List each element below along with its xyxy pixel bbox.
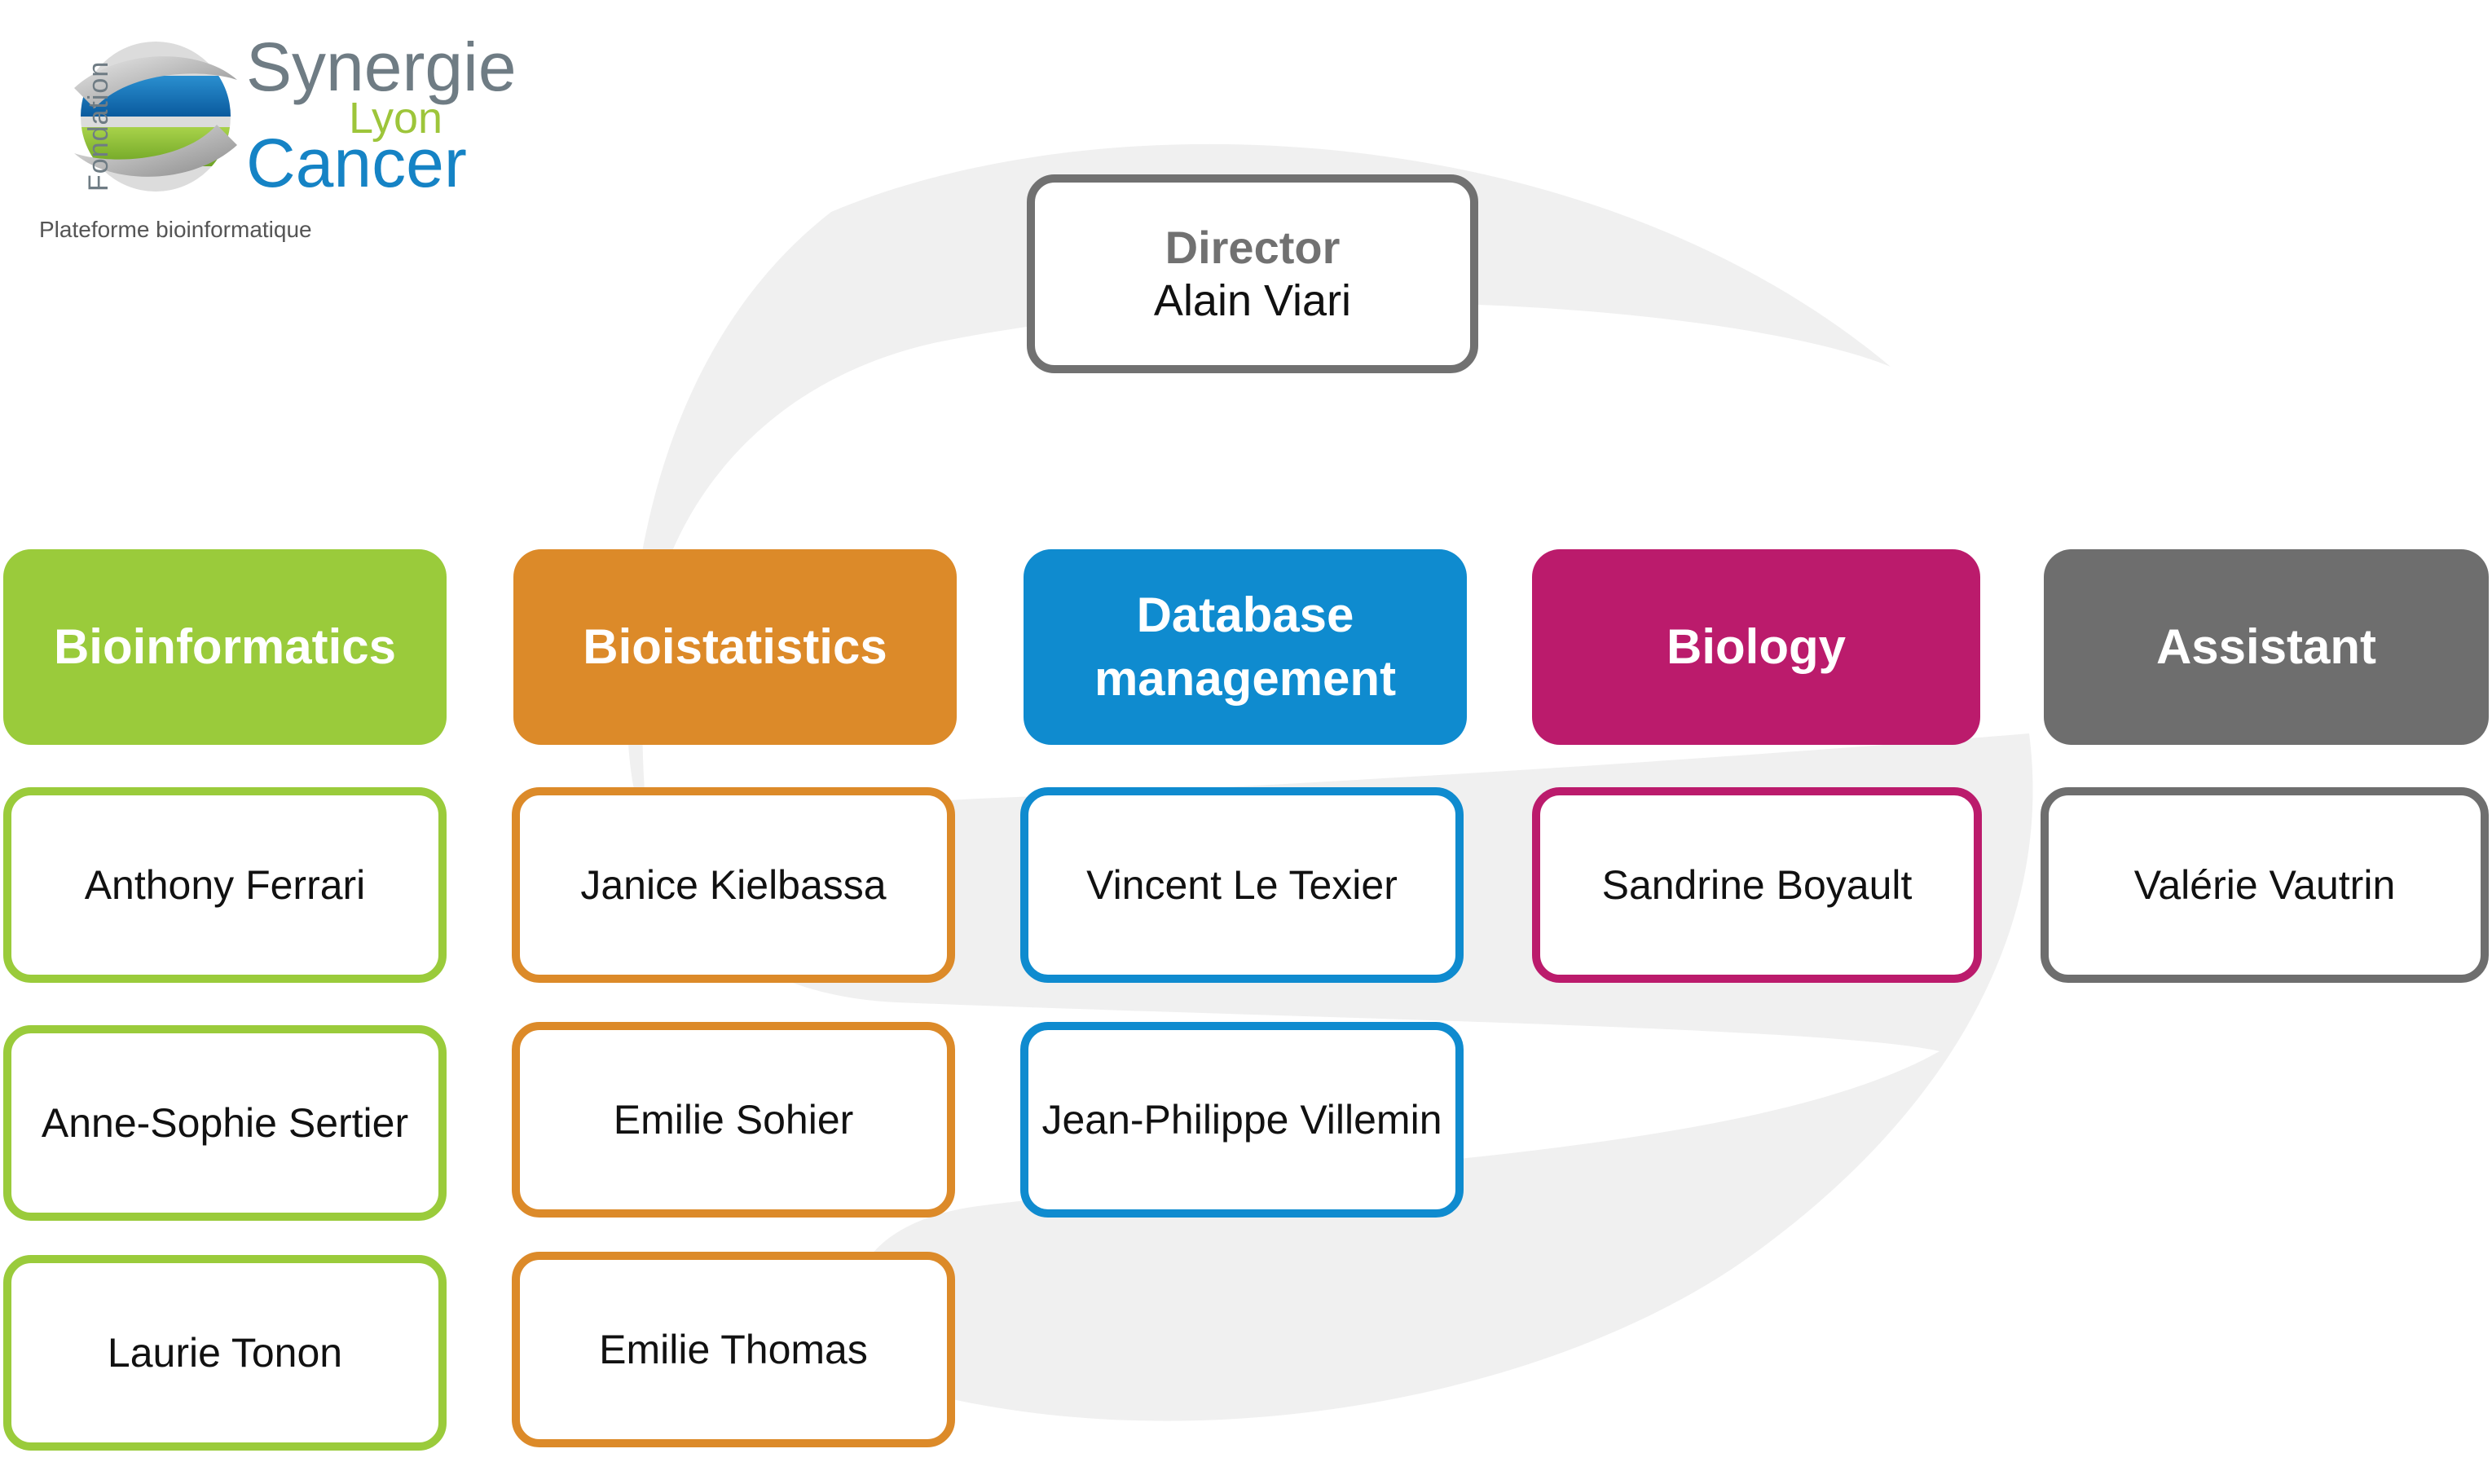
department-header-biology: Biology: [1532, 549, 1980, 745]
member-card: Emilie Thomas: [512, 1252, 955, 1447]
member-card: Vincent Le Texier: [1020, 787, 1464, 983]
logo-synergie-text: Synergie: [246, 29, 517, 105]
department-header-assistant: Assistant: [2044, 549, 2489, 745]
director-name: Alain Viari: [1153, 276, 1352, 326]
member-card: Jean-Philippe Villemin: [1020, 1022, 1464, 1218]
member-card: Sandrine Boyault: [1532, 787, 1982, 983]
foundation-logo: Fondation Synergie Lyon Cancer Plateform…: [33, 24, 603, 253]
sphere-logo-icon: [74, 42, 237, 192]
logo-cancer-text: Cancer: [246, 125, 467, 201]
department-header-database-management: Database management: [1024, 549, 1467, 745]
department-header-biostatistics: Bioistatistics: [513, 549, 957, 745]
member-card: Anne-Sophie Sertier: [3, 1025, 447, 1221]
logo-lyon-text: Lyon: [349, 94, 443, 143]
director-box: Director Alain Viari: [1027, 174, 1478, 373]
member-card: Laurie Tonon: [3, 1255, 447, 1451]
member-card: Emilie Sohier: [512, 1022, 955, 1218]
member-card: Anthony Ferrari: [3, 787, 447, 983]
director-title: Director: [1165, 222, 1341, 273]
logo-tagline: Plateforme bioinformatique: [39, 217, 312, 242]
logo-fondation-text: Fondation: [83, 60, 114, 192]
member-card: Janice Kielbassa: [512, 787, 955, 983]
department-header-bioinformatics: Bioinformatics: [3, 549, 447, 745]
member-card: Valérie Vautrin: [2041, 787, 2489, 983]
